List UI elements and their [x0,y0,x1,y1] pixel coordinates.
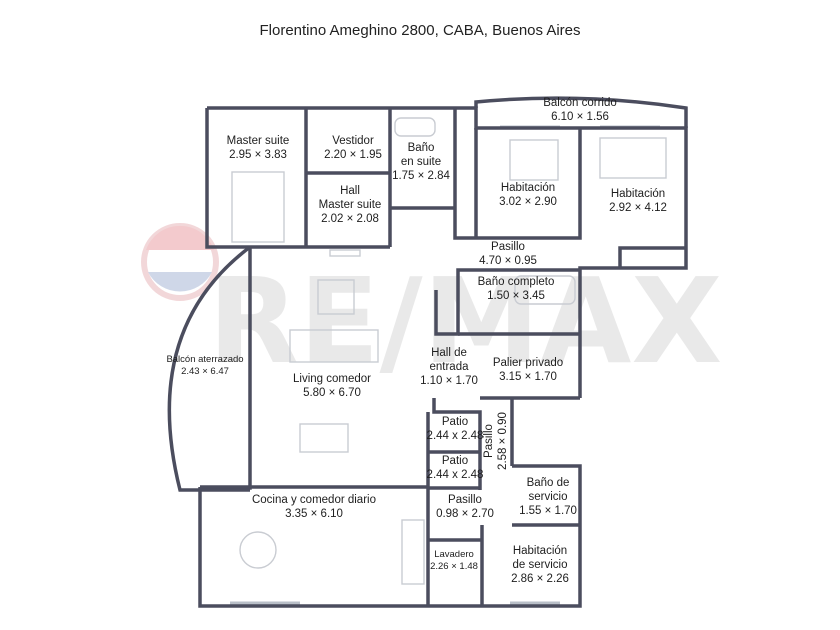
dims-palier: 3.15 × 1.70 [499,371,557,383]
label-bano-servicio-1: Baño de [527,477,570,489]
dims-balcon-corrido: 6.10 × 1.56 [551,111,609,123]
label-pasillo-2: Pasillo [448,494,482,506]
wall-palier [480,396,580,466]
label-pasillo-1: Pasillo [491,241,525,253]
balloon-top-stripe [146,225,214,250]
label-bano-suite-2: en suite [401,156,441,168]
room-labels: Master suite 2.95 × 3.83 Vestidor 2.20 ×… [166,97,666,585]
dims-hab-servicio: 2.86 × 2.26 [511,573,569,585]
sofa [289,329,379,363]
wall-vestidor [306,108,392,247]
dims-pasillo-2: 0.98 × 2.70 [436,508,494,520]
label-cocina: Cocina y comedor diario [252,494,376,506]
dims-master-suite: 2.95 × 3.83 [229,149,287,161]
wall-patio-mid [428,450,480,490]
round-table [239,531,277,569]
dims-hall-entrada: 1.10 × 1.70 [420,375,478,387]
dims-living: 5.80 × 6.70 [303,387,361,399]
wall-closet [618,246,686,268]
dims-bano-servicio: 1.55 × 1.70 [519,505,577,517]
label-balcon-corrido: Balcón corrido [543,97,617,109]
suite-bathtub [394,117,436,137]
balloon-bottom-stripe [148,272,212,292]
label-living: Living comedor [293,373,371,385]
dining-table [299,423,349,453]
furniture [231,117,667,585]
wall-balcony-corrido [474,96,688,128]
desk [509,139,559,181]
tv-console [329,249,361,257]
dims-lavadero: 2.26 × 1.48 [430,561,478,572]
wall-cocina-outer [198,487,482,608]
dims-cocina: 3.35 × 6.10 [285,508,343,520]
dims-pasillo-1: 4.70 × 0.95 [479,255,537,267]
label-patio-1: Patio [442,416,468,428]
label-palier: Palier privado [493,357,563,369]
dims-bano-completo: 1.50 × 3.45 [487,290,545,302]
dims-pasillo-vertical: 2.58 × 0.90 [497,412,509,470]
wall-balcon-aterrazado [167,245,252,492]
label-hab-servicio-2: de servicio [513,559,568,571]
remax-watermark: RE/MAX [141,223,722,390]
label-bano-servicio-2: servicio [529,491,568,503]
label-bano-completo: Baño completo [478,276,555,288]
dims-vestidor: 2.20 × 1.95 [324,149,382,161]
dims-habitacion-2: 2.92 × 4.12 [609,202,667,214]
bed-2 [599,137,667,179]
wall-hab-1-bottom [476,128,582,240]
label-vestidor: Vestidor [332,135,374,147]
label-patio-2: Patio [442,455,468,467]
plan-title: Florentino Ameghino 2800, CABA, Buenos A… [259,22,581,39]
label-bano-suite-1: Baño [408,142,435,154]
label-hall-entrada-2: entrada [429,361,469,373]
dims-patio-2: 2.44 x 2.48 [427,469,484,481]
label-hall-entrada-1: Hall de [431,347,467,359]
watermark-text: RE/MAX [208,252,722,390]
dims-habitacion-1: 3.02 × 2.90 [499,196,557,208]
dims-balcon-aterrazado: 2.43 × 6.47 [181,366,229,377]
label-habitacion-2: Habitación [611,188,665,200]
label-master-suite: Master suite [227,135,290,147]
wall-master-bottom [205,108,390,249]
kitchen-counter [401,519,425,585]
dims-hall-master: 2.02 × 2.08 [321,213,379,225]
wall-servicio [482,464,582,608]
label-hall-master-2: Master suite [319,199,382,211]
master-bed [231,171,285,243]
coffee-table [317,279,355,315]
wall-bano-suite [390,108,476,240]
dims-patio-1: 2.44 x 2.48 [427,430,484,442]
label-hall-master-1: Hall [340,185,360,197]
label-balcon-aterrazado: Balcón aterrazado [166,354,243,365]
label-pasillo-vertical: Pasillo [483,424,495,458]
bathtub [514,275,576,305]
walls [167,96,688,608]
label-habitacion-1: Habitación [501,182,555,194]
dims-bano-suite: 1.75 × 2.84 [392,170,450,182]
label-hab-servicio-1: Habitación [513,545,567,557]
label-lavadero: Lavadero [434,549,474,560]
